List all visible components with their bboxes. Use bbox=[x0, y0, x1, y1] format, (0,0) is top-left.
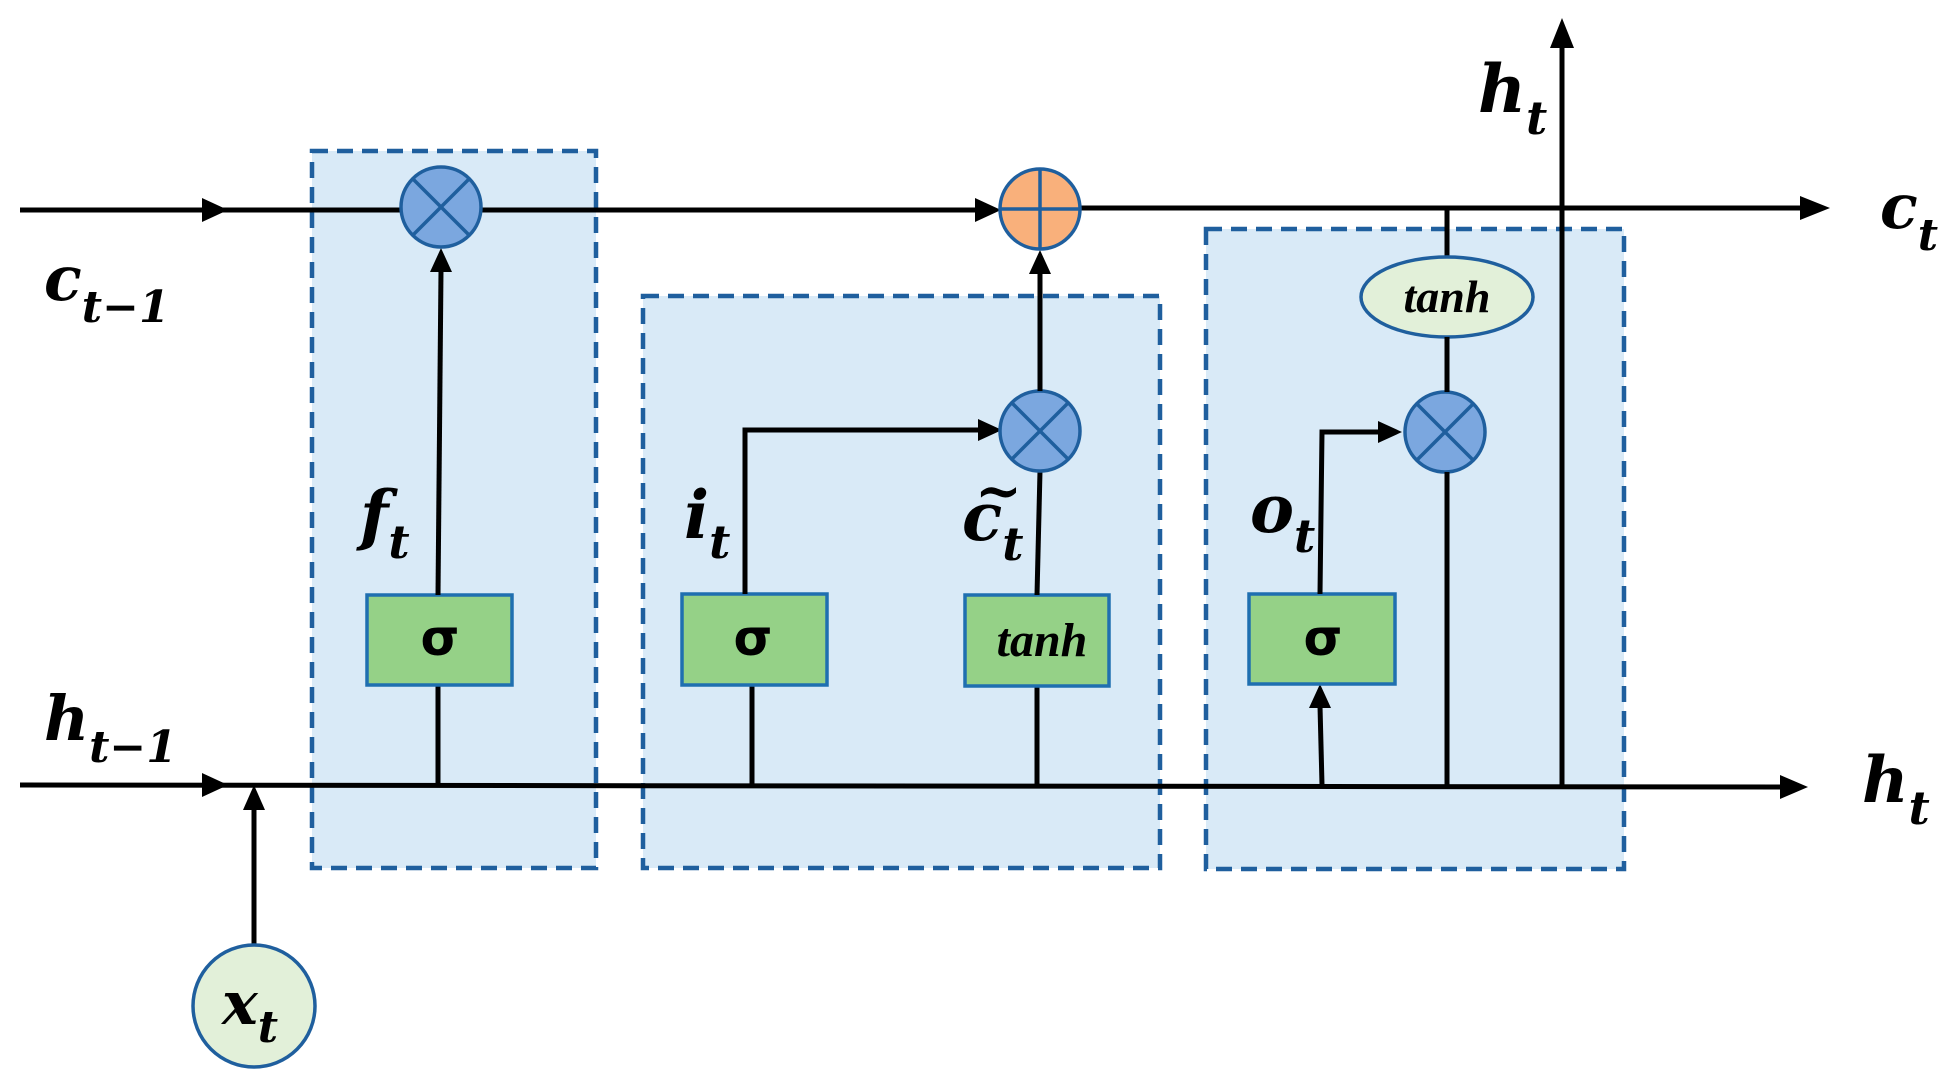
output-gate-arrowhead bbox=[1309, 684, 1331, 708]
output-gate-stem bbox=[1317, 705, 1325, 786]
hidden-state-in-arrowhead bbox=[202, 773, 228, 797]
hidden-state-in-line bbox=[19, 782, 1781, 790]
output-sigma-text: σ bbox=[1304, 609, 1343, 667]
input-gate-line bbox=[742, 427, 980, 594]
o-t-label: ot bbox=[1250, 470, 1315, 563]
candidate-tanh-box bbox=[963, 593, 1111, 688]
c-prev-label: ct−1 bbox=[44, 242, 170, 333]
input-product-arrowhead bbox=[1029, 250, 1051, 274]
hidden-state-out-arrowhead bbox=[1780, 775, 1808, 799]
input-sigma-text: σ bbox=[734, 609, 773, 667]
forget-gate-up-line bbox=[435, 269, 444, 596]
c-tilde-accent: ~ bbox=[975, 458, 1022, 524]
c-t-out-label: ct bbox=[1880, 170, 1938, 261]
hidden-output-vertical-arrowhead bbox=[1550, 18, 1574, 48]
cell-state-mid-arrowhead bbox=[975, 198, 1001, 222]
cell-state-out-arrowhead bbox=[1800, 196, 1830, 220]
candidate-tanh-text: tanh bbox=[997, 614, 1088, 667]
h-prev-label: ht−1 bbox=[44, 682, 177, 773]
forget-sigma-text: σ bbox=[421, 609, 460, 667]
candidate-up-line bbox=[1034, 470, 1043, 596]
input-x-node bbox=[191, 943, 317, 1069]
forget-gate-arrowhead bbox=[430, 248, 452, 272]
cell-tanh-text: tanh bbox=[1404, 271, 1491, 322]
h-t-right-label: ht bbox=[1862, 743, 1930, 835]
forget-multiply-node bbox=[399, 165, 483, 249]
cell-state-in-arrowhead bbox=[202, 198, 228, 222]
h-t-top-label: ht bbox=[1478, 50, 1547, 145]
output-multiply-node bbox=[1403, 390, 1487, 474]
input-gate-arrowhead bbox=[978, 419, 1002, 441]
forget-gate-region bbox=[309, 148, 599, 871]
i-t-label: it bbox=[684, 476, 730, 569]
input-multiply-node bbox=[998, 389, 1082, 473]
x-t-label: xt bbox=[220, 969, 278, 1053]
output-gate-side-arrowhead bbox=[1378, 421, 1402, 443]
output-gate-line bbox=[1317, 429, 1380, 595]
input-x-arrowhead bbox=[243, 785, 265, 810]
add-node bbox=[998, 167, 1082, 251]
input-gate-region bbox=[640, 293, 1163, 871]
c-tilde-label: ct bbox=[962, 478, 1023, 571]
input-sigma-box bbox=[680, 592, 829, 687]
forget-sigma-box bbox=[365, 593, 514, 687]
